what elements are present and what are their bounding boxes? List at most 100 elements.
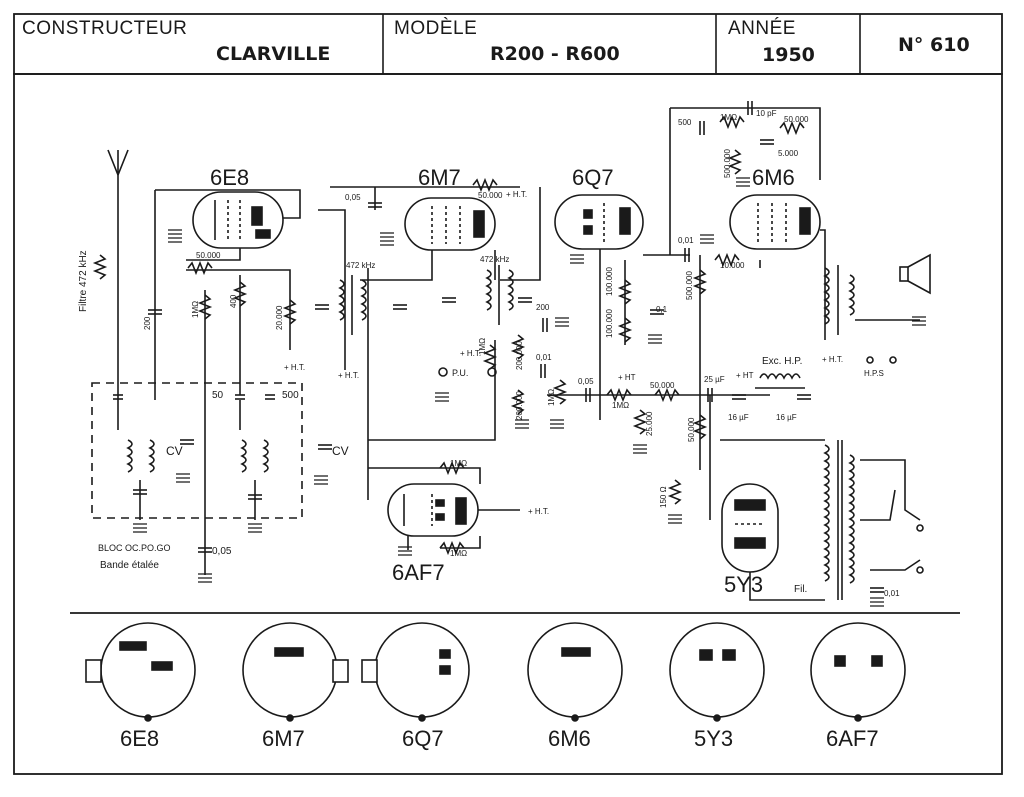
cv1-label: CV [166,444,183,458]
bloc-label-1: BLOC OC.PO.GO [98,543,171,553]
c500b-label: 500 [678,118,692,127]
fil-label: Fil. [794,584,807,595]
c50-label: 50 [212,390,224,401]
socket-5y3-base [669,622,765,722]
filtre-label: Filtre 472 kHz [78,250,89,312]
r1mo-g-label: 1MΩ [450,549,467,558]
wiring [154,107,826,601]
r400-label: 400 [229,294,238,308]
r1mo-b-label: 1MΩ [720,113,737,122]
c16a-label: 16 µF [728,413,749,422]
annee-label: ANNÉE [728,18,796,39]
capacitors [113,101,884,593]
tube-6e8-label: 6E8 [210,165,249,190]
ht3-label: + H.T. [338,371,359,380]
hps-label: H.P.S [864,369,884,378]
r150-label: 150 Ω [659,486,668,508]
tube-6af7-label: 6AF7 [392,560,445,585]
ground-symbols [133,177,926,607]
speaker-icon [899,253,931,295]
tube-6m6-symbol [729,194,821,250]
socket-6q7-base [361,622,470,722]
c001b-label: 0,01 [678,236,694,245]
component-labels: Filtre 472 kHz 472 kHz 472 kHz 0,05 50.0… [78,109,900,598]
r200000b-label: 200.000 [515,391,524,420]
socket-6af7-base [810,622,906,722]
r50000b-label: 50.000 [478,191,503,200]
ht5-label: + H.T. [822,355,843,364]
r50000e-label: 50.000 [687,417,696,442]
socket-label-5: 6AF7 [826,726,879,751]
ht7-label: + HT [618,373,636,382]
c200a-label: 200 [143,316,152,330]
coils-block [117,400,269,520]
cv2-label: CV [332,444,349,458]
field-coil [755,373,805,389]
socket-labels: 6E8 6M7 6Q7 6M6 5Y3 6AF7 [120,726,879,751]
r20000-label: 20.000 [275,305,284,330]
resistors [92,114,805,556]
coil-block-frame [91,382,303,519]
constructeur-label: CONSTRUCTEUR [22,18,188,39]
tube-6q7-label: 6Q7 [572,165,614,190]
c16b-label: 16 µF [776,413,797,422]
r50000a-label: 50.000 [196,251,221,260]
c500a-label: 500 [282,390,299,401]
r5000-label: 5.000 [778,149,799,158]
main-frame [13,73,1003,775]
constructeur-value: CLARVILLE [216,43,331,65]
r10000-label: 10.000 [720,261,745,270]
power-transformer [823,440,924,600]
c001a-label: 0,01 [536,353,552,362]
pu-jack-left [438,367,448,377]
c005b-label: 0,05 [212,546,232,557]
tube-6m6-label: 6M6 [752,165,795,190]
tube-labels: 6E8 6M7 6Q7 6M6 6AF7 5Y3 [210,165,795,597]
c005-label: 0,05 [345,193,361,202]
numero-value: N° 610 [898,34,970,56]
socket-6e8-base [85,622,196,722]
r200000a-label: 200.000 [515,341,524,370]
output-transformer [823,265,920,335]
tube-6m7-symbol [404,197,496,251]
if1-label: 472 kHz [346,261,375,270]
r25000-label: 25.000 [645,411,654,436]
antenna-icon [107,149,129,400]
pu-label: P.U. [452,368,468,378]
pu-jack-right [487,367,497,377]
tube-6q7-symbol [554,194,644,250]
tube-6af7-symbol [387,483,479,537]
socket-label-4: 5Y3 [694,726,733,751]
socket-6m7-base [242,622,349,722]
socket-label-0: 6E8 [120,726,159,751]
modele-label: MODÈLE [394,18,478,39]
r100000b-label: 100.000 [605,309,614,338]
tube-6e8-symbol [192,191,284,249]
ht8-label: + HT [736,371,754,380]
r500000a-label: 500.000 [685,271,694,300]
c005c-label: 0,05 [578,377,594,386]
r1mo-f-label: 1MΩ [450,459,467,468]
if2-label: 472 kHz [480,255,509,264]
bloc-label-2: Bande étalée [100,560,159,571]
socket-label-1: 6M7 [262,726,305,751]
c001c-label: 0,01 [884,589,900,598]
if-transformer-2 [485,265,514,325]
r100000a-label: 100.000 [605,267,614,296]
if-transformer-1 [338,275,367,335]
c10pf-label: 10 pF [756,109,777,118]
r1mo-d-label: 1MΩ [547,389,556,406]
tube-5y3-symbol [721,483,779,573]
ht6-label: + H.T. [528,507,549,516]
modele-value: R200 - R600 [490,43,620,65]
r50000d-label: 50.000 [784,115,809,124]
socket-6m6-base [527,622,623,722]
tube-5y3-label: 5Y3 [724,572,763,597]
ht2-label: + H.T. [284,363,305,372]
tube-6m7-label: 6M7 [418,165,461,190]
ht4-label: + H.T. [460,349,481,358]
exc-label: Exc. H.P. [762,356,802,367]
c25uf-label: 25 µF [704,375,725,384]
